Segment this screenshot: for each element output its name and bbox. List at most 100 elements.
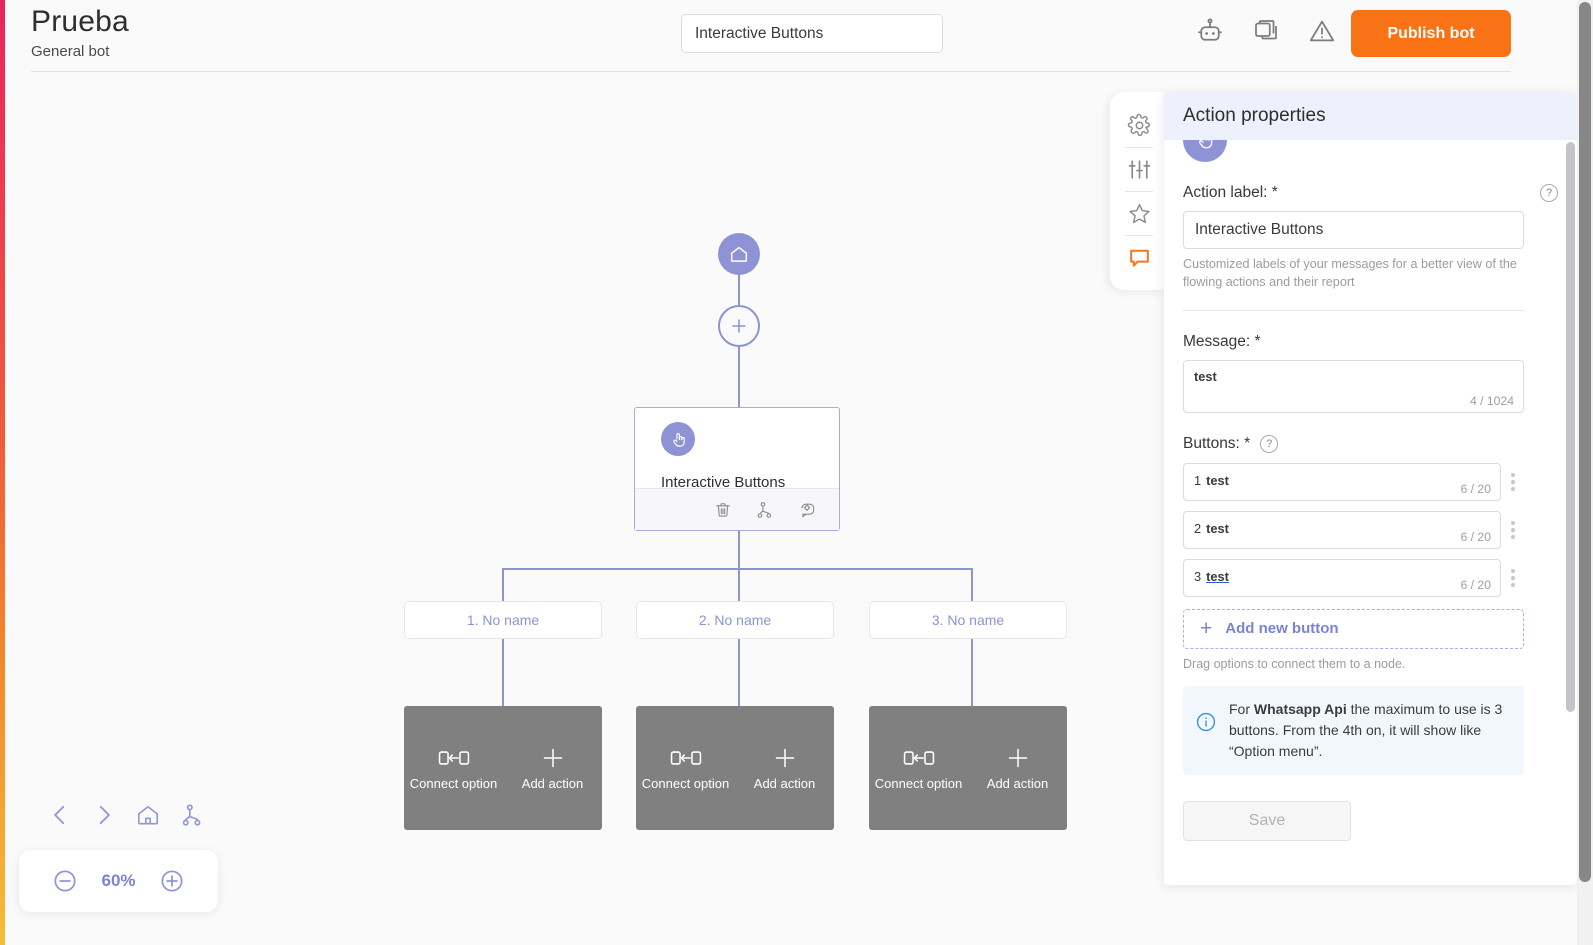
save-button[interactable]: Save (1183, 800, 1351, 841)
panel-scrollbar[interactable] (1566, 142, 1575, 877)
zoom-level-label: 60% (101, 871, 136, 890)
rail-item-messages[interactable] (1119, 236, 1159, 279)
ghost-node-1[interactable]: Connect option Add action (404, 706, 602, 830)
action-label-input[interactable] (1183, 211, 1524, 249)
ghost-node-2[interactable]: Connect option Add action (636, 706, 834, 830)
panel-divider (1183, 309, 1524, 311)
add-action-label: Add action (521, 775, 584, 791)
click-hand-icon (672, 432, 685, 447)
button-index-1: 1 (1194, 472, 1202, 488)
connect-option-label: Connect option (874, 775, 963, 791)
plus-icon (543, 748, 562, 767)
add-action-button-3[interactable]: Add action (968, 706, 1067, 830)
connect-option-icon (670, 750, 701, 765)
plus-icon (775, 748, 794, 767)
panel-action-avatar (1183, 140, 1227, 162)
edge-option2-to-ghost (738, 638, 740, 708)
node-label: Interactive Buttons (661, 474, 786, 491)
panel-body: Action label: * ? Customized labels of y… (1164, 140, 1577, 885)
button-input-3[interactable]: 3 test 6 / 20 (1183, 558, 1501, 597)
panel-scrollbar-thumb[interactable] (1566, 142, 1575, 712)
message-textarea[interactable]: test 4 / 1024 (1183, 359, 1524, 413)
page-scrollbar-thumb[interactable] (1579, 2, 1591, 882)
rail-item-favorites[interactable] (1119, 192, 1159, 235)
edge-fanout-bar (502, 568, 973, 570)
properties-rail (1110, 92, 1168, 290)
edge-card-down (738, 530, 740, 569)
page-title: Prueba (31, 5, 129, 38)
trash-icon[interactable] (713, 500, 733, 520)
edge-to-option-2 (738, 568, 740, 602)
add-new-button-label: Add new button (1225, 620, 1339, 638)
home-icon (730, 246, 748, 262)
connect-option-button-2[interactable]: Connect option (636, 706, 735, 830)
edge-plus-to-card (738, 344, 740, 409)
flow-start-node[interactable] (718, 233, 760, 275)
buttons-help-icon[interactable]: ? (1260, 434, 1279, 453)
chevron-right-icon[interactable] (91, 802, 117, 828)
message-label-row: Message: * (1183, 333, 1558, 351)
home-icon[interactable] (135, 802, 161, 828)
info-bold: Whatsapp Api (1253, 700, 1347, 717)
button-counter-1: 6 / 20 (1460, 481, 1492, 496)
connect-option-icon (903, 750, 934, 765)
branch-icon[interactable] (179, 802, 205, 828)
add-action-node-button[interactable] (718, 305, 760, 347)
warning-icon[interactable] (1307, 16, 1337, 46)
message-counter: 4 / 1024 (1469, 393, 1514, 408)
rail-item-settings[interactable] (1119, 104, 1159, 147)
button-drag-handle-3[interactable] (1509, 567, 1517, 589)
add-action-button-2[interactable]: Add action (735, 706, 834, 830)
interactive-buttons-node[interactable]: Interactive Buttons (634, 407, 840, 531)
chat-settings-icon[interactable] (797, 500, 817, 520)
add-new-button-button[interactable]: + Add new button (1183, 608, 1524, 649)
option-node-1[interactable]: 1. No name (404, 601, 602, 639)
connect-option-label: Connect option (641, 775, 730, 791)
rail-divider (1125, 147, 1153, 148)
buttons-label-text: Buttons: * (1183, 434, 1251, 452)
add-action-label: Add action (986, 775, 1049, 791)
panel-title: Action properties (1164, 92, 1577, 140)
add-action-label: Add action (753, 775, 816, 791)
chat-bubble-icon (1129, 249, 1149, 267)
add-action-button-1[interactable]: Add action (503, 706, 602, 830)
zoom-out-icon[interactable] (51, 867, 79, 895)
action-label-text: Action label: * (1183, 184, 1278, 201)
button-drag-handle-1[interactable] (1509, 471, 1517, 493)
rail-divider (1125, 235, 1153, 236)
page-scrollbar[interactable] (1577, 0, 1593, 945)
publish-bot-button[interactable]: Publish bot (1351, 10, 1511, 57)
whatsapp-info-callout: For Whatsapp Api the maximum to use is 3… (1183, 685, 1524, 775)
zoom-control-panel: 60% (19, 850, 218, 912)
button-drag-handle-2[interactable] (1509, 519, 1517, 541)
branch-icon[interactable] (755, 500, 775, 520)
action-label-hint: Customized labels of your messages for a… (1183, 257, 1517, 289)
message-label-text: Message: * (1183, 332, 1261, 350)
connect-option-button-3[interactable]: Connect option (869, 706, 968, 830)
duplicate-icon[interactable] (1251, 16, 1281, 46)
button-value-3: test (1206, 568, 1229, 584)
rail-item-parameters[interactable] (1119, 148, 1159, 191)
flow-name-input[interactable] (681, 14, 943, 53)
button-item-row: 1 test 6 / 20 (1183, 462, 1558, 501)
action-properties-panel: Action properties Action label: * ? Cust… (1164, 92, 1577, 885)
bot-icon[interactable] (1195, 16, 1225, 46)
plus-icon (732, 319, 746, 333)
button-input-2[interactable]: 2 test 6 / 20 (1183, 510, 1501, 549)
sliders-icon (1128, 160, 1150, 179)
option-node-2[interactable]: 2. No name (636, 601, 834, 639)
button-item-row: 3 test 6 / 20 (1183, 558, 1558, 597)
option-node-3[interactable]: 3. No name (869, 601, 1067, 639)
header-divider (31, 71, 1511, 72)
action-label-help-icon[interactable]: ? (1540, 184, 1558, 202)
plus-icon: + (1200, 617, 1213, 641)
connect-option-button-1[interactable]: Connect option (404, 706, 503, 830)
ghost-node-3[interactable]: Connect option Add action (869, 706, 1067, 830)
button-value-2: test (1206, 520, 1229, 536)
connect-option-icon (438, 750, 469, 765)
zoom-in-icon[interactable] (158, 867, 186, 895)
chevron-left-icon[interactable] (47, 802, 73, 828)
buttons-label-row: Buttons: * ? (1183, 434, 1558, 453)
button-input-1[interactable]: 1 test 6 / 20 (1183, 462, 1501, 501)
header-icon-group (1195, 16, 1337, 46)
